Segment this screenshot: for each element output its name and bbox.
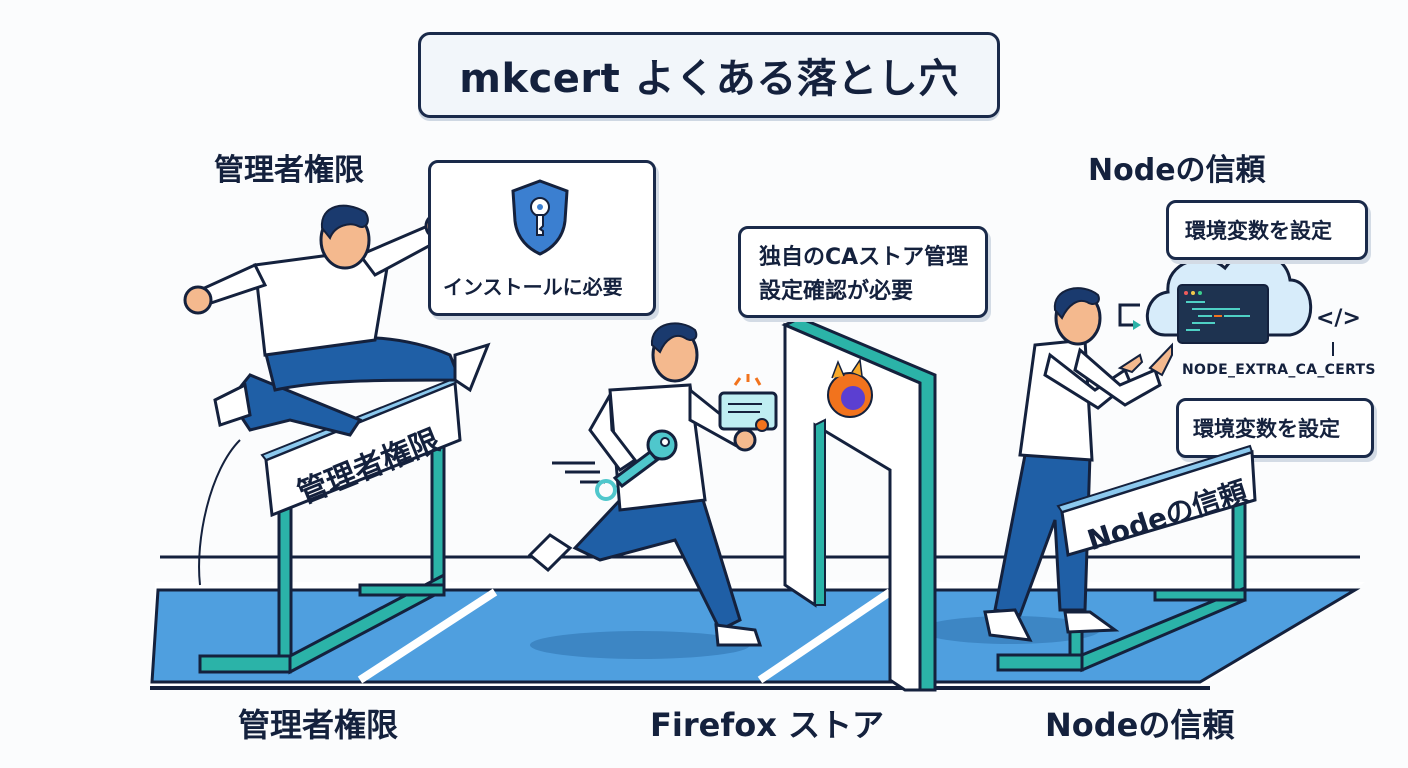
section-node-bottom-label: Nodeの信頼 [1045, 706, 1235, 744]
firefox-callout-bubble: 独自のCAストア管理 設定確認が必要 [738, 226, 988, 318]
key-icon [595, 429, 678, 501]
firefox-gate [781, 316, 937, 692]
person-running [527, 322, 778, 647]
env-var-name: NODE_EXTRA_CA_CERTS [1182, 362, 1376, 378]
shield-key-icon [511, 179, 569, 256]
section-firefox-bottom-label: Firefox ストア [650, 706, 885, 744]
cloud-terminal [1118, 251, 1334, 356]
firefox-callout-line-1: 独自のCAストア管理 [759, 245, 969, 270]
person-jumping [183, 204, 491, 586]
code-icon: </> [1316, 306, 1361, 331]
node-env-bubble-bottom: 環境変数を設定 [1176, 398, 1374, 458]
terminal-icon [1177, 284, 1269, 344]
node-env-bubble-top-text: 環境変数を設定 [1185, 219, 1332, 243]
page-title: mkcert よくある落とし穴 [418, 32, 1000, 118]
section-admin-bottom-label: 管理者権限 [238, 706, 399, 744]
arrow-icon [1118, 303, 1140, 327]
admin-callout-bubble: インストールに必要 [428, 160, 656, 316]
node-env-bubble-top: 環境変数を設定 [1166, 200, 1368, 260]
firefox-callout-line-2: 設定確認が必要 [759, 279, 914, 304]
admin-callout-text: インストールに必要 [443, 275, 623, 299]
certificate-icon [718, 374, 778, 432]
section-node-top-label: Nodeの信頼 [1088, 153, 1266, 188]
node-env-bubble-bottom-text: 環境変数を設定 [1193, 417, 1340, 441]
section-admin-top-label: 管理者権限 [214, 153, 364, 188]
